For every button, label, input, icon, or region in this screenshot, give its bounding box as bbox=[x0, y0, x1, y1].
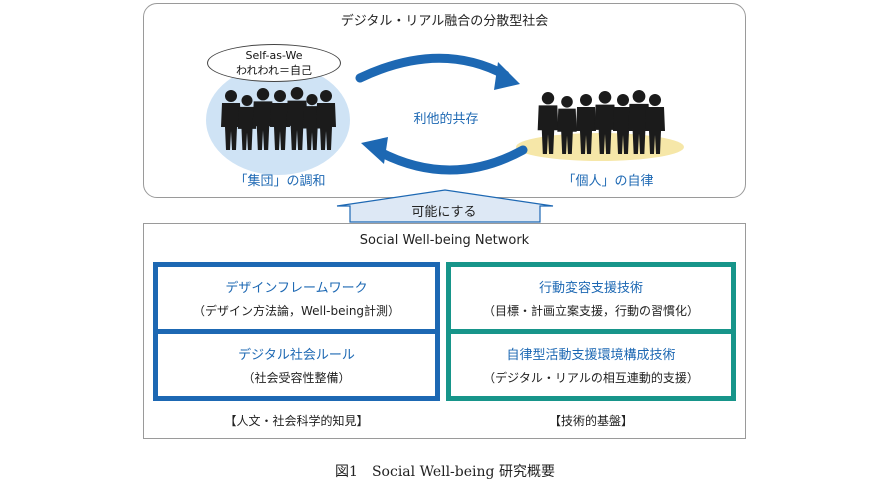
arrow-right-icon bbox=[355, 53, 510, 83]
person-head bbox=[598, 91, 612, 104]
person-head bbox=[649, 94, 661, 106]
individual-crowd-icon bbox=[537, 90, 665, 154]
person-body bbox=[221, 103, 241, 150]
figure-caption: 図1 Social Well-being 研究概要 bbox=[335, 464, 555, 480]
person-head bbox=[541, 92, 555, 105]
bubble-line2: われわれ＝自己 bbox=[236, 64, 312, 77]
altruistic-coexistence-label: 利他的共存 bbox=[413, 112, 479, 127]
person-head bbox=[580, 94, 592, 106]
person-body bbox=[628, 103, 650, 154]
bubble-line1: Self-as-We bbox=[245, 49, 303, 62]
box-title: デジタル社会ルール bbox=[238, 348, 355, 363]
person-head bbox=[225, 90, 237, 102]
person-head bbox=[290, 87, 304, 100]
box-title: デザインフレームワーク bbox=[225, 281, 368, 296]
person-body bbox=[270, 103, 290, 150]
autonomous-activity-box: 自律型活動支援環境構成技術 （デジタル・リアルの相互連動的支援） bbox=[446, 329, 736, 401]
person-body bbox=[252, 101, 274, 150]
person-body bbox=[557, 108, 577, 154]
person-body bbox=[316, 103, 336, 150]
person-head bbox=[632, 90, 646, 103]
group-harmony-caption: 「集団」の調和 bbox=[234, 174, 326, 189]
person-head bbox=[306, 94, 318, 106]
box-subtitle: （デザイン方法論，Well-being計測） bbox=[192, 304, 401, 318]
design-framework-box: デザインフレームワーク （デザイン方法論，Well-being計測） bbox=[153, 262, 440, 334]
box-subtitle: （目標・計画立案支援，行動の習慣化） bbox=[482, 304, 699, 318]
person-body bbox=[594, 104, 616, 154]
person-body bbox=[613, 107, 633, 154]
person-body bbox=[576, 107, 596, 154]
person-head bbox=[241, 95, 253, 106]
box-subtitle: （社会受容性整備） bbox=[242, 371, 351, 385]
arrow-left-icon bbox=[371, 145, 528, 175]
arrow-right-head-icon bbox=[494, 62, 520, 90]
person-head bbox=[320, 90, 332, 102]
humanities-footer: 【人文・社会科学的知見】 bbox=[224, 414, 369, 428]
technology-footer: 【技術的基盤】 bbox=[548, 414, 633, 428]
enable-arrow-icon bbox=[336, 189, 554, 223]
person-head bbox=[561, 96, 573, 108]
bottom-title: Social Well-being Network bbox=[359, 233, 530, 248]
person-body bbox=[645, 107, 665, 154]
self-as-we-bubble: Self-as-We われわれ＝自己 bbox=[207, 44, 341, 82]
person-head bbox=[274, 90, 286, 102]
enable-label: 可能にする bbox=[411, 205, 477, 220]
arrow-left-head-icon bbox=[361, 137, 388, 164]
digital-social-rules-box: デジタル社会ルール （社会受容性整備） bbox=[153, 329, 440, 401]
person-body bbox=[237, 106, 257, 150]
person-head bbox=[256, 88, 270, 101]
group-crowd-icon bbox=[221, 87, 336, 150]
person-head bbox=[617, 94, 629, 106]
top-title: デジタル・リアル融合の分散型社会 bbox=[340, 14, 549, 29]
box-title: 自律型活動支援環境構成技術 bbox=[506, 348, 676, 363]
behavior-change-box: 行動変容支援技術 （目標・計画立案支援，行動の習慣化） bbox=[446, 262, 736, 334]
individual-autonomy-caption: 「個人」の自律 bbox=[562, 174, 654, 189]
person-body bbox=[286, 100, 308, 150]
box-subtitle: （デジタル・リアルの相互連動的支援） bbox=[483, 371, 699, 385]
person-body bbox=[537, 105, 559, 154]
box-title: 行動変容支援技術 bbox=[538, 281, 643, 296]
